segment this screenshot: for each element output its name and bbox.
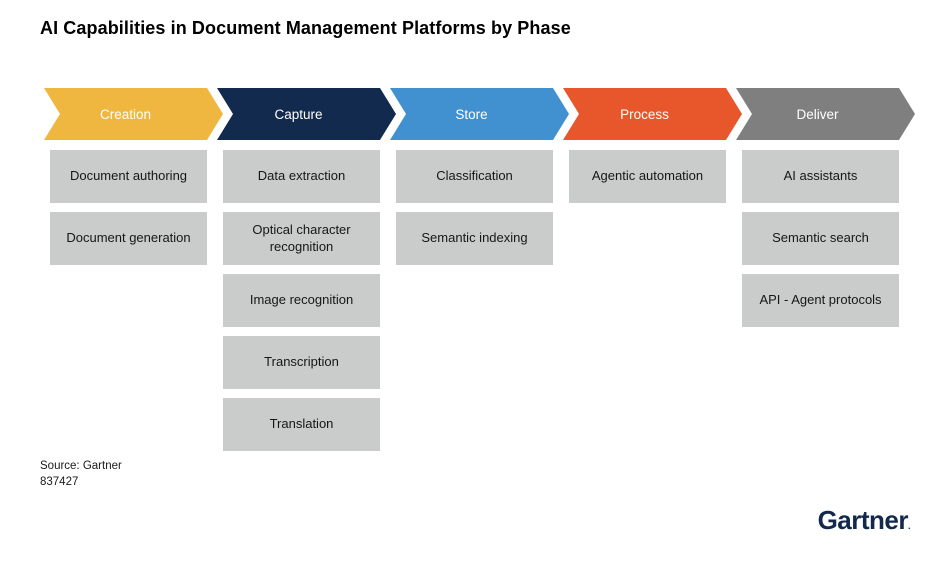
phase-label-deliver: Deliver	[796, 106, 839, 122]
gartner-logo-text: Gartner	[817, 505, 909, 535]
source-note: Source: Gartner 837427	[40, 459, 122, 490]
phase-arrow-deliver	[736, 88, 915, 140]
capability-box: Transcription	[223, 336, 380, 389]
capability-box: Semantic indexing	[396, 212, 553, 265]
column-store: Classification Semantic indexing	[396, 150, 553, 265]
phase-arrow-creation	[44, 88, 223, 140]
registered-mark: .	[907, 521, 911, 531]
phase-arrow-process	[563, 88, 742, 140]
column-creation: Document authoring Document generation	[50, 150, 207, 265]
capability-box: Agentic automation	[569, 150, 726, 203]
phase-label-process: Process	[620, 106, 669, 122]
gartner-logo: Gartner.	[817, 505, 911, 536]
capability-box: Optical character recognition	[223, 212, 380, 265]
capability-box: API - Agent protocols	[742, 274, 899, 327]
phase-arrow-strip	[44, 88, 915, 140]
phase-label-capture: Capture	[274, 106, 323, 122]
column-deliver: AI assistants Semantic search API - Agen…	[742, 150, 899, 327]
capability-box: Classification	[396, 150, 553, 203]
column-process: Agentic automation	[569, 150, 726, 203]
capability-box: Image recognition	[223, 274, 380, 327]
phase-arrow-store	[390, 88, 569, 140]
capability-box: AI assistants	[742, 150, 899, 203]
phase-arrow-capture	[217, 88, 396, 140]
phase-labels: Creation Capture Store Process Deliver	[0, 87, 936, 141]
page-title: AI Capabilities in Document Management P…	[40, 18, 571, 38]
capability-box: Data extraction	[223, 150, 380, 203]
capability-box: Document generation	[50, 212, 207, 265]
capability-box: Translation	[223, 398, 380, 451]
capability-box: Semantic search	[742, 212, 899, 265]
source-id: 837427	[40, 475, 79, 488]
source-line: Source: Gartner	[40, 460, 122, 472]
capability-box: Document authoring	[50, 150, 207, 203]
column-capture: Data extraction Optical character recogn…	[223, 150, 380, 451]
phase-label-store: Store	[455, 106, 488, 122]
phase-label-creation: Creation	[99, 106, 152, 122]
